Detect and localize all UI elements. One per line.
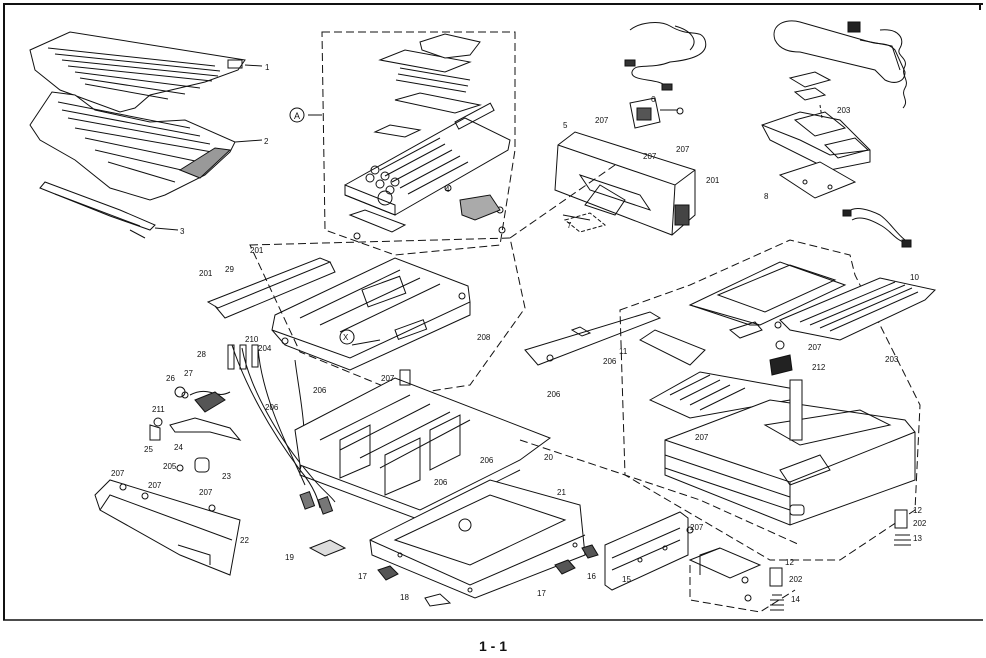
right-base-unit — [664, 379, 916, 526]
part-label: 212 — [812, 363, 826, 372]
part-label: 14 — [791, 595, 800, 604]
part-label: 205 — [163, 462, 177, 471]
page-number: 1 - 1 — [479, 638, 507, 653]
group-a-boundary — [321, 31, 516, 256]
side-rail — [604, 511, 694, 591]
document-tray — [29, 31, 263, 113]
part-label: 1 — [265, 63, 270, 72]
part-label: 20 — [544, 453, 553, 462]
part-label: 207 — [595, 116, 609, 125]
part-label: X — [343, 333, 349, 342]
part-label: 210 — [245, 335, 259, 344]
wire-guide — [39, 181, 179, 239]
part-label: 7 — [567, 221, 572, 230]
part-label: 206 — [265, 403, 279, 412]
part-label: 29 — [225, 265, 234, 274]
part-label: 206 — [603, 357, 617, 366]
part-label: 6 — [651, 95, 656, 104]
part-label: 208 — [477, 333, 491, 342]
part-label: 16 — [587, 572, 596, 581]
part-label: 203 — [885, 355, 899, 364]
drive-parts — [149, 386, 242, 473]
part-label: 207 — [381, 374, 395, 383]
ac-power-cord — [624, 22, 707, 91]
part-label: 12 — [785, 558, 794, 567]
part-label: 211 — [152, 405, 165, 414]
part-label: 207 — [808, 343, 822, 352]
part-label: 207 — [676, 145, 690, 154]
part-label: 202 — [913, 519, 927, 528]
part-label: 13 — [913, 534, 922, 543]
part-label: 5 — [563, 121, 568, 130]
part-label: 204 — [258, 344, 272, 353]
part-label: 201 — [250, 246, 264, 255]
part-label: 207 — [111, 469, 125, 478]
right-group-boundary — [619, 239, 921, 561]
part-label: 206 — [434, 478, 448, 487]
handset-cradle — [761, 71, 871, 199]
part-label: 24 — [174, 443, 183, 452]
part-label: 202 — [789, 575, 803, 584]
part-label: 207 — [148, 481, 162, 490]
part-label: 27 — [184, 369, 193, 378]
telephone-cord — [842, 208, 912, 248]
part-label: 201 — [199, 269, 213, 278]
part-label: 28 — [197, 350, 206, 359]
base-plate — [308, 479, 599, 607]
part-label: 207 — [199, 488, 213, 497]
part-label: 17 — [358, 572, 367, 581]
part-label: 3 — [180, 227, 185, 236]
part-label: 11 — [619, 347, 628, 356]
part-label: 10 — [910, 273, 919, 282]
part-label: 4 — [445, 185, 450, 194]
right-paper-trays — [639, 261, 937, 376]
part-label: 17 — [537, 589, 546, 598]
bottom-left-cover — [94, 479, 241, 576]
part-label: 26 — [166, 374, 175, 383]
part-label: 23 — [222, 472, 231, 481]
interface-bracket — [629, 97, 684, 129]
guide-plate — [524, 311, 662, 366]
part-label: 206 — [480, 456, 494, 465]
group-a-marker — [289, 107, 305, 123]
part-label: 203 — [837, 106, 851, 115]
x-marker — [339, 329, 355, 345]
part-label: 207 — [690, 523, 704, 532]
part-label: 207 — [695, 433, 709, 442]
part-label: 19 — [285, 553, 294, 562]
part-label: 8 — [764, 192, 769, 201]
leader-line-a — [509, 164, 616, 239]
part-label: 207 — [643, 152, 657, 161]
operation-panel-parts — [344, 33, 511, 240]
part-label: 15 — [622, 575, 631, 584]
part-label: 12 — [913, 506, 922, 515]
part-label: 25 — [144, 445, 153, 454]
leader-x — [351, 339, 381, 346]
part-label: 22 — [240, 536, 249, 545]
scanner-housing — [554, 131, 696, 236]
handset — [773, 20, 907, 109]
feet-assembly — [688, 509, 911, 613]
part-label: 21 — [557, 488, 566, 497]
part-label: 201 — [706, 176, 720, 185]
group-a-marker-label: A — [294, 111, 300, 121]
stacker-tray — [29, 91, 263, 201]
part-label: 18 — [400, 593, 409, 602]
chassis-boundary — [249, 237, 526, 396]
main-frame — [206, 257, 471, 371]
part-label: 206 — [313, 386, 327, 395]
leader-line-b — [519, 439, 801, 546]
part-label: 206 — [547, 390, 561, 399]
part-label: 2 — [264, 137, 269, 146]
